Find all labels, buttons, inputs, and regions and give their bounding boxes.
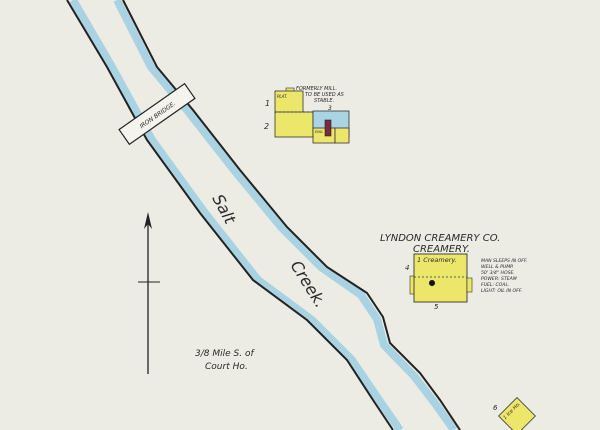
- boiler-icon: [429, 280, 435, 286]
- distance-note-2: Court Ho.: [205, 362, 248, 372]
- creamery-note: WELL & PUMP.: [481, 264, 514, 270]
- creamery-room-label: 1 Creamery.: [417, 256, 457, 264]
- mill-note-2: TO BE USED AS: [305, 92, 345, 98]
- creamery-note: LIGHT: OIL IN OFF.: [481, 288, 522, 294]
- mill-room-label: PLAT.: [277, 94, 287, 99]
- creamery-note: POWER: STEAM: [481, 276, 517, 282]
- creamery-title: CREAMERY.: [413, 244, 470, 255]
- mill-num-3: 3: [328, 105, 332, 112]
- chimney-icon: [324, 119, 332, 137]
- mill-eng-label: ENG.: [315, 130, 324, 134]
- creamery-num-4: 4: [405, 264, 409, 272]
- river-right-bank: [122, 0, 461, 430]
- mill-note-1: FORMERLY MILL.: [296, 86, 337, 92]
- north-arrow-icon: [138, 212, 160, 374]
- mill-note-3: STABLE.: [314, 98, 334, 104]
- creamery-num-5: 5: [434, 303, 439, 311]
- distance-note-1: 3/8 Mile S. of: [195, 349, 255, 359]
- creamery-note: 50' 3/4" HOSE.: [481, 270, 515, 276]
- shed-num: 6: [493, 404, 498, 412]
- creamery-building: LYNDON CREAMERY CO. CREAMERY. 1 Creamery…: [380, 233, 527, 311]
- creamery-note: MAN SLEEPS IN OFF.: [481, 258, 527, 264]
- river-water-right-band: [113, 0, 458, 430]
- former-mill-building: PLAT. ENG. 1 2 3 FORMERLY MILL. TO BE US…: [264, 86, 350, 144]
- mill-num-1: 1: [265, 99, 270, 108]
- creamery-note: FUEL: COAL.: [481, 282, 509, 288]
- river-water-left-band: [69, 0, 404, 430]
- mill-num-2: 2: [264, 122, 269, 131]
- ice-house-building: 6 1 Ice Ho.: [493, 397, 536, 430]
- creamery-company: LYNDON CREAMERY CO.: [380, 233, 500, 244]
- river-left-bank: [66, 0, 394, 430]
